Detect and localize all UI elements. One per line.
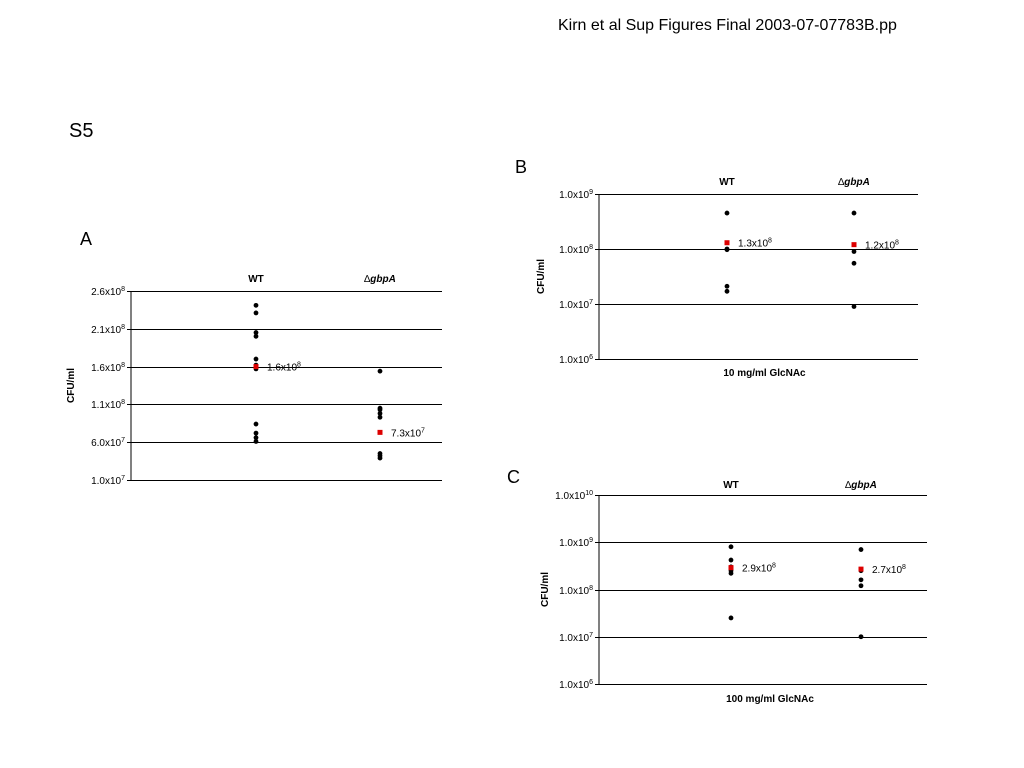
data-point [858, 634, 864, 640]
data-point [728, 615, 734, 621]
group-label: WT [723, 480, 739, 491]
mean-value-label: 2.9x108 [742, 563, 776, 575]
data-point [858, 583, 864, 589]
data-point [253, 310, 259, 316]
mean-marker [253, 364, 259, 370]
data-point [728, 544, 734, 550]
mean-marker [851, 242, 857, 248]
panel-b-letter: B [515, 157, 528, 177]
data-point [253, 430, 259, 436]
mean-marker [724, 240, 730, 246]
data-point [851, 210, 857, 216]
mean-value-label: 1.3x108 [738, 238, 772, 250]
mean-marker [377, 429, 383, 435]
data-point [253, 302, 259, 308]
data-point [724, 283, 730, 289]
data-point [851, 304, 857, 309]
mean-marker [858, 566, 864, 572]
data-point [724, 247, 730, 253]
mean-value-label: 1.2x108 [865, 240, 899, 252]
x-axis-title: 10 mg/ml GlcNAc [723, 368, 806, 379]
mean-marker [728, 565, 734, 571]
x-axis-title: 100 mg/ml GlcNAc [726, 694, 814, 705]
panel-c-letter: C [507, 467, 520, 487]
data-point [377, 414, 383, 420]
y-axis-title: CFU/ml [66, 368, 77, 403]
data-point [253, 333, 259, 339]
mean-value-label: 7.3x107 [391, 427, 425, 439]
data-point [858, 547, 864, 552]
y-tick-label: 1.0x106 [559, 679, 593, 691]
mean-value-label: 2.7x108 [872, 564, 906, 576]
y-tick-label: 1.1x108 [91, 399, 125, 411]
data-point [253, 330, 259, 335]
data-point [377, 407, 383, 413]
y-axis-title: CFU/ml [536, 259, 547, 294]
data-point [377, 411, 383, 416]
group-label: WT [719, 177, 735, 188]
data-point [253, 421, 259, 427]
panel-a-chart: 2.6x108 2.1x108 1.6x108 1.1x108 6.0x107 1.0x1… [66, 274, 442, 487]
y-tick-label: 1.0x109 [559, 537, 593, 549]
y-tick-label: 1.0x1010 [555, 490, 593, 502]
y-tick-label: 6.0x107 [91, 437, 125, 449]
data-point [253, 435, 259, 441]
y-tick-label: 1.0x106 [559, 354, 593, 366]
y-tick-label: 1.0x109 [559, 189, 593, 201]
y-tick-label: 1.0x107 [91, 475, 125, 487]
data-point [253, 356, 259, 362]
mean-value-label: 1.6x108 [267, 362, 301, 374]
data-point [851, 249, 857, 254]
data-point [724, 288, 730, 294]
panel-c-chart: 1.0x1010 1.0x109 1.0x108 1.0x107 1.0x106 CFU/… [540, 480, 927, 705]
data-point [728, 557, 734, 563]
y-tick-label: 2.1x108 [91, 324, 125, 336]
y-tick-label: 1.0x107 [559, 299, 593, 311]
y-tick-label: 1.0x108 [559, 244, 593, 256]
y-tick-label: 1.0x108 [559, 585, 593, 597]
group-label: ∆gbpA [845, 480, 877, 491]
document-title: Kirn et al Sup Figures Final 2003-07-077… [558, 17, 897, 34]
y-tick-label: 1.0x107 [559, 632, 593, 644]
panel-a-letter: A [80, 229, 93, 249]
data-point [724, 210, 730, 216]
data-point [851, 260, 857, 266]
group-label: ∆gbpA [364, 274, 396, 285]
data-point [728, 570, 734, 576]
group-label: WT [248, 274, 264, 285]
data-point [858, 577, 864, 583]
data-point [377, 368, 383, 374]
figure-label: S5 [69, 120, 94, 142]
data-point [377, 455, 383, 461]
data-point [253, 439, 259, 444]
y-axis-title: CFU/ml [540, 572, 551, 607]
y-tick-label: 1.6x108 [91, 362, 125, 374]
y-tick-label: 2.6x108 [91, 286, 125, 298]
group-label: ∆gbpA [838, 177, 870, 188]
panel-b-chart: 1.0x109 1.0x108 1.0x107 1.0x106 CFU/ml 10 mg/… [536, 177, 918, 379]
